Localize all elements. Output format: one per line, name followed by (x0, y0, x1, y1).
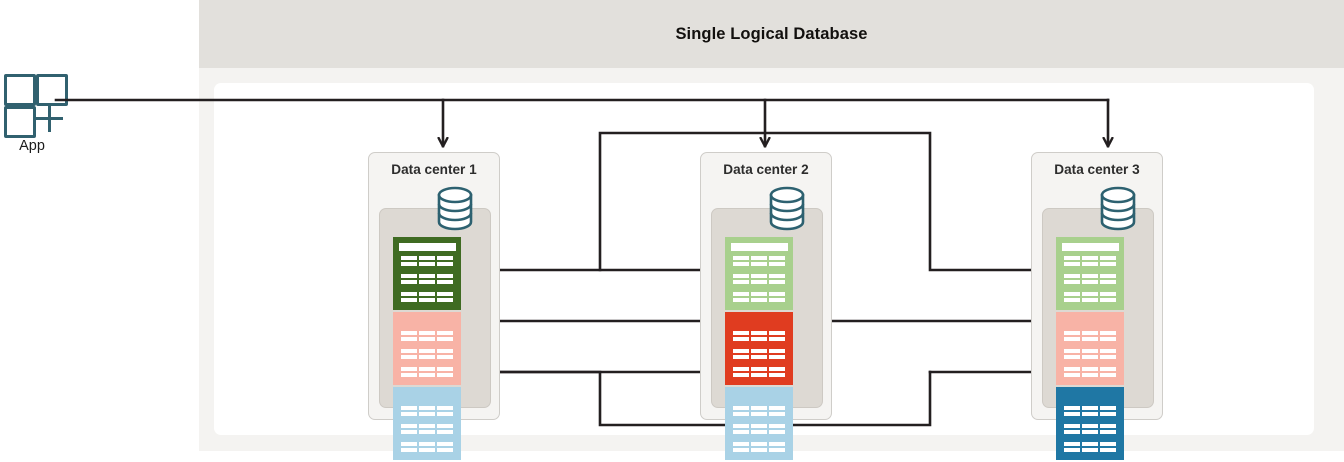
table-row-group (398, 289, 456, 305)
table-row-group (1061, 346, 1119, 362)
table-header-bar (398, 392, 456, 401)
table-row-group (1061, 421, 1119, 437)
table-header-bar (1061, 242, 1119, 251)
database-cylinder-icon (1100, 186, 1136, 231)
table-row-group (398, 421, 456, 437)
data-center-card-1[interactable]: Data center 1 (368, 152, 500, 460)
table-header-bar (1061, 392, 1119, 401)
data-center-card-3[interactable]: Data center 3 (1031, 152, 1163, 460)
table-green-follower-dc2[interactable] (725, 237, 793, 310)
table-row-group (730, 271, 788, 287)
table-row-group (398, 439, 456, 455)
table-row-group (1061, 253, 1119, 269)
database-cylinder-icon (437, 186, 473, 231)
table-row-group (730, 403, 788, 419)
table-row-group (730, 346, 788, 362)
table-header-bar (1061, 317, 1119, 326)
app-node: App (2, 72, 68, 158)
data-center-title-2: Data center 2 (723, 162, 809, 177)
connection-wires (54, 98, 1344, 427)
table-row-group (398, 403, 456, 419)
table-header-bar (398, 317, 456, 326)
app-square-top-left (4, 74, 36, 106)
table-row-group (398, 346, 456, 362)
app-square-bottom-left (4, 106, 36, 138)
table-row-group (1061, 271, 1119, 287)
wire-green-dc1-to-dc3 (598, 131, 1052, 270)
table-row-group (398, 364, 456, 380)
table-row-group (730, 439, 788, 455)
table-stack-1 (393, 237, 461, 462)
data-center-card-2[interactable]: Data center 2 (700, 152, 832, 460)
wire-blue-dc3-to-dc1-return (461, 370, 932, 427)
table-stack-2 (725, 237, 793, 462)
table-blue-follower-dc1[interactable] (393, 387, 461, 460)
table-row-group (1061, 403, 1119, 419)
table-stack-3 (1056, 237, 1124, 462)
table-row-group (398, 253, 456, 269)
table-row-group (1061, 439, 1119, 455)
table-header-bar (730, 392, 788, 401)
data-center-title-3: Data center 3 (1054, 162, 1140, 177)
table-header-bar (730, 242, 788, 251)
data-center-title-1: Data center 1 (391, 162, 477, 177)
table-row-group (1061, 289, 1119, 305)
table-row-group (1061, 364, 1119, 380)
table-header-bar (730, 317, 788, 326)
table-red-follower-dc1[interactable] (393, 312, 461, 385)
database-cylinder-icon (769, 186, 805, 231)
table-blue-follower-dc2[interactable] (725, 387, 793, 460)
app-label: App (19, 138, 45, 154)
table-header-bar (398, 242, 456, 251)
table-blue-leader-dc3[interactable] (1056, 387, 1124, 460)
table-row-group (398, 271, 456, 287)
header-band (199, 0, 1344, 68)
table-red-follower-dc3[interactable] (1056, 312, 1124, 385)
page-title: Single Logical Database (675, 24, 868, 43)
table-row-group (730, 289, 788, 305)
table-row-group (398, 328, 456, 344)
table-green-follower-dc3[interactable] (1056, 237, 1124, 310)
table-row-group (1061, 328, 1119, 344)
table-green-leader-dc1[interactable] (393, 237, 461, 310)
table-row-group (730, 328, 788, 344)
table-row-group (730, 421, 788, 437)
app-plus-vertical (47, 105, 51, 132)
table-row-group (730, 364, 788, 380)
table-red-leader-dc2[interactable] (725, 312, 793, 385)
table-row-group (730, 253, 788, 269)
